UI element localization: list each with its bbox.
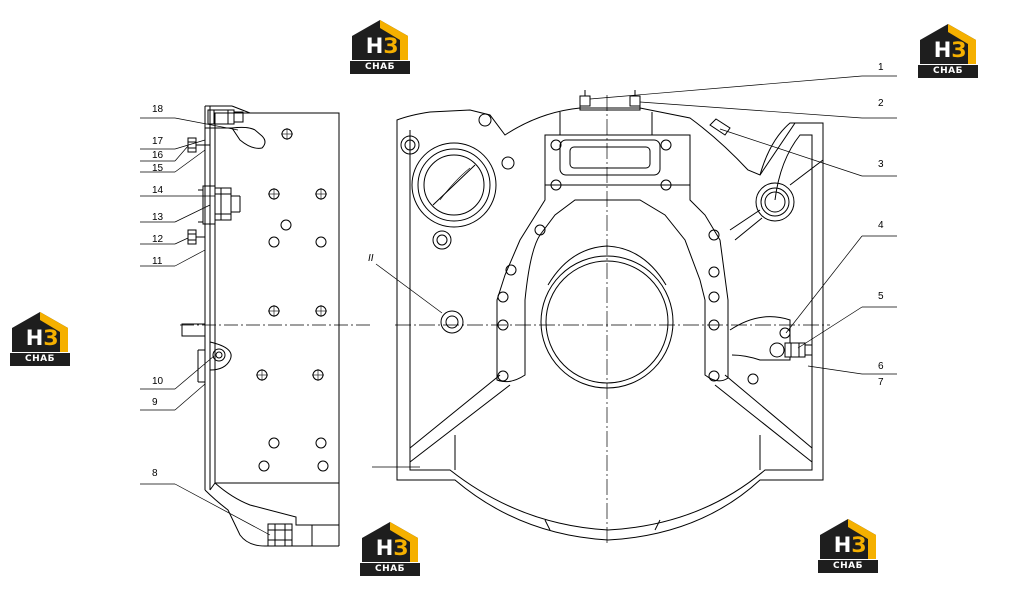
callout-2: 2 <box>878 98 884 109</box>
callout-6: 6 <box>878 361 884 372</box>
callout-5: 5 <box>878 291 884 302</box>
watermark-logo-left: НЗ СНАБ <box>10 310 72 368</box>
front-view-outline <box>396 107 824 541</box>
watermark-logo-bottom-right: НЗ СНАБ <box>818 517 880 575</box>
callout-3: 3 <box>878 159 884 170</box>
logo-mark: НЗ <box>933 38 967 62</box>
callout-4: 4 <box>878 220 884 231</box>
watermark-logo-top-right: НЗ СНАБ <box>918 22 980 80</box>
logo-caption: СНАБ <box>933 66 963 76</box>
logo-house-icon <box>350 20 410 74</box>
logo-caption: СНАБ <box>833 561 863 571</box>
callout-17: 17 <box>152 136 164 147</box>
logo-house-icon <box>918 24 978 78</box>
logo-caption: СНАБ <box>365 62 395 72</box>
side-view-holes <box>256 128 329 472</box>
logo-mark: НЗ <box>375 536 409 560</box>
callout-10: 10 <box>152 376 164 387</box>
callout-18: 18 <box>152 104 164 115</box>
callout-11: 11 <box>152 256 163 267</box>
callout-8: 8 <box>152 468 158 479</box>
callout-13: 13 <box>152 212 164 223</box>
logo-mark: НЗ <box>25 326 59 350</box>
front-view <box>372 90 830 545</box>
logo-mark: НЗ <box>833 533 867 557</box>
callout-12: 12 <box>152 234 164 245</box>
callout-1: 1 <box>878 62 884 73</box>
callout-9: 9 <box>152 397 158 408</box>
callout-7: 7 <box>878 377 884 388</box>
logo-mark: НЗ <box>365 34 399 58</box>
side-view-body <box>214 112 340 484</box>
front-view-holes <box>440 139 791 385</box>
callout-II: II <box>368 253 374 264</box>
watermark-logo-top-center: НЗ СНАБ <box>350 18 412 76</box>
watermark-logo-bottom-center: НЗ СНАБ <box>360 520 422 578</box>
side-view <box>180 105 370 547</box>
logo-house-icon <box>818 519 878 573</box>
callout-15: 15 <box>152 163 164 174</box>
leader-lines <box>140 75 897 536</box>
callout-16: 16 <box>152 150 164 161</box>
callout-14: 14 <box>152 185 164 196</box>
logo-house-icon <box>360 522 420 576</box>
logo-caption: СНАБ <box>25 354 55 364</box>
logo-house-icon <box>10 312 70 366</box>
logo-caption: СНАБ <box>375 564 405 574</box>
